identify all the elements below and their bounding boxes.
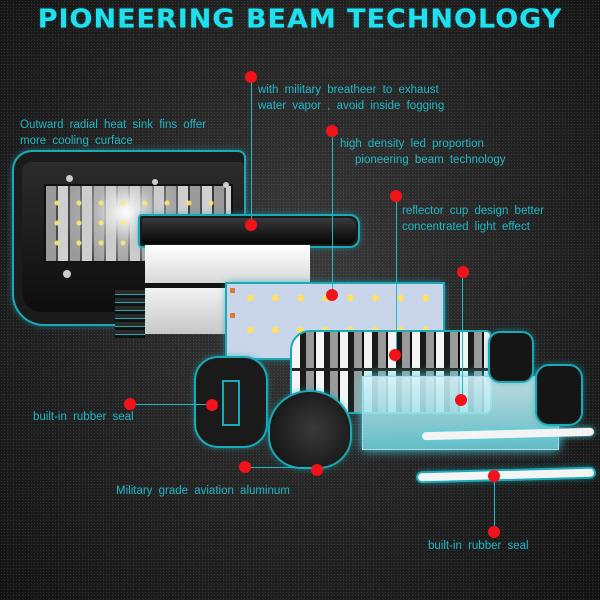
callout-dot — [206, 399, 218, 411]
aluminum-plate-lower — [145, 288, 235, 334]
callout-label-heat-sink: Outward radial heat sink fins offer more… — [20, 119, 207, 147]
pcb-connector — [230, 313, 235, 318]
callout-line — [396, 196, 397, 354]
callout-dot — [488, 526, 500, 538]
callout-line — [332, 131, 333, 295]
mount-bracket — [270, 392, 350, 467]
end-cap-left-slot — [222, 380, 240, 426]
screw-icon — [63, 270, 71, 278]
callout-line — [251, 78, 252, 224]
callout-line — [462, 272, 463, 400]
callout-dot — [245, 219, 257, 231]
aluminum-plate-upper — [145, 245, 310, 283]
screw-icon — [223, 182, 229, 188]
callout-dot — [326, 125, 338, 137]
callout-label-aluminum: Military grade aviation aluminum — [116, 485, 290, 497]
callout-dot — [455, 394, 467, 406]
heat-sink-fins — [115, 290, 145, 338]
callout-dot — [457, 266, 469, 278]
end-cap-right-upper — [490, 333, 532, 381]
screw-icon — [152, 179, 158, 185]
callout-line — [494, 476, 495, 532]
callout-dot — [124, 398, 136, 410]
callout-dot — [326, 289, 338, 301]
screw-icon — [66, 175, 73, 182]
callout-line — [246, 467, 316, 468]
callout-label-rubber-seal-left: built-in rubber seal — [33, 411, 134, 423]
end-cap-right-lower — [537, 366, 581, 424]
pcb-led-row-1 — [238, 293, 438, 303]
rubber-seal-strip-2 — [417, 468, 595, 482]
pcb-led-row-2 — [238, 325, 438, 335]
callout-line — [130, 404, 212, 405]
callout-dot — [311, 464, 323, 476]
callout-dot — [389, 349, 401, 361]
callout-dot — [245, 71, 257, 83]
pcb-connector — [230, 288, 235, 293]
callout-dot — [390, 190, 402, 202]
callout-dot — [488, 470, 500, 482]
callout-label-led: high density led proportion pioneering b… — [340, 138, 506, 166]
page-title: PIONEERING BEAM TECHNOLOGY — [37, 4, 563, 35]
callout-dot — [239, 461, 251, 473]
callout-label-breather: with military breatheer to exhaust water… — [258, 84, 445, 112]
reflector-cups-row-divider — [292, 368, 490, 371]
callout-label-reflector: reflector cup design better concentrated… — [402, 205, 544, 233]
callout-label-rubber-seal-bottom: built-in rubber seal — [428, 540, 529, 552]
